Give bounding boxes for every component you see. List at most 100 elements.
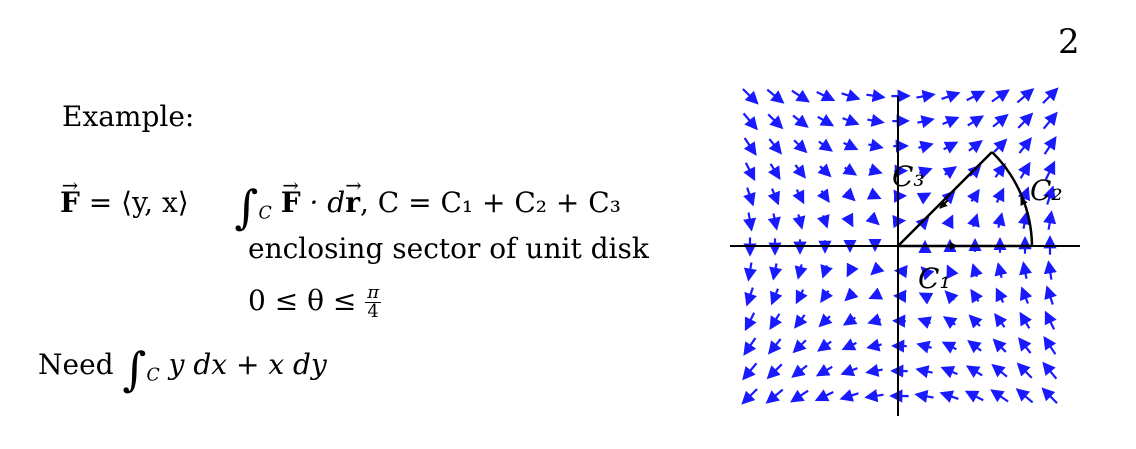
- field-arrow: [792, 164, 806, 179]
- field-arrow: [1019, 261, 1033, 279]
- field-arrow: [817, 338, 832, 352]
- field-arrow: [944, 290, 959, 305]
- field-arrow: [743, 187, 756, 207]
- field-arrow: [767, 213, 781, 231]
- field-arrow: [992, 338, 1007, 353]
- field-arrow: [915, 216, 930, 231]
- field-arrow: [794, 314, 808, 329]
- field-arrow: [918, 140, 934, 154]
- field-arrow: [744, 312, 757, 332]
- field-definition: = ⟨y, x⟩: [88, 186, 189, 219]
- integral-sign-icon-2: ∫: [122, 342, 147, 396]
- field-arrow: [768, 138, 783, 155]
- integral-expression: · d: [309, 186, 346, 219]
- field-arrow: [914, 389, 934, 403]
- label-c2: C₂: [1030, 174, 1063, 207]
- field-arrow: [968, 314, 983, 329]
- field-arrow: [864, 389, 884, 403]
- field-arrow: [1042, 361, 1058, 380]
- field-arrow: [839, 389, 859, 402]
- field-arrow: [840, 363, 858, 377]
- need-expression: y dx + x dy: [168, 348, 327, 381]
- r-symbol: r: [345, 174, 360, 219]
- field-arrow: [765, 388, 784, 404]
- field-arrow: [795, 289, 808, 305]
- field-arrow: [842, 312, 858, 326]
- field-arrow: [794, 264, 808, 280]
- field-arrow: [967, 339, 982, 354]
- field-arrow: [995, 287, 1008, 303]
- field-arrow: [915, 365, 933, 379]
- field-arrow: [817, 163, 832, 178]
- field-arrow: [742, 112, 758, 131]
- field-arrow: [992, 163, 1006, 178]
- field-arrow: [868, 287, 884, 300]
- field-arrow: [766, 88, 785, 104]
- vector-field-figure: C₁ C₂ C₃: [730, 87, 1080, 416]
- field-arrow: [994, 262, 1008, 278]
- field-arrow: [818, 313, 833, 328]
- field-arrow: [1043, 135, 1057, 155]
- field-arrow: [791, 89, 810, 103]
- field-arrow: [994, 313, 1008, 328]
- field-arrow: [918, 292, 934, 305]
- c3-direction-arrow: [939, 199, 949, 209]
- field-arrow: [743, 137, 757, 156]
- need-subscript: C: [146, 365, 160, 386]
- field-arrow: [943, 141, 959, 154]
- field-arrow: [966, 188, 980, 204]
- field-arrow: [941, 90, 961, 103]
- field-arrow: [1019, 311, 1032, 329]
- field-arrow: [990, 389, 1009, 403]
- field-arrow: [769, 313, 783, 331]
- field-arrow: [1043, 210, 1057, 230]
- field-arrow: [767, 163, 781, 181]
- field-arrow: [941, 214, 954, 230]
- field-arrow: [770, 288, 783, 306]
- field-arrow: [744, 287, 757, 307]
- field-arrow: [967, 213, 980, 228]
- field-arrow: [866, 338, 882, 352]
- field-arrow: [844, 287, 859, 302]
- field-arrow: [942, 116, 960, 129]
- field-arrow: [867, 113, 885, 127]
- field-arrow: [992, 187, 1005, 203]
- field-arrow: [816, 188, 830, 204]
- field-arrow: [917, 316, 932, 329]
- field-arrow: [970, 263, 983, 278]
- field-arrow: [868, 138, 884, 152]
- field-arrow: [1018, 337, 1032, 354]
- integral-sign-icon: ∫: [234, 180, 259, 234]
- field-arrow: [816, 89, 836, 102]
- field-arrow: [743, 162, 756, 182]
- field-arrow: [841, 212, 854, 228]
- field-arrow: [742, 362, 758, 381]
- field-arrow: [743, 212, 757, 232]
- field-arrow: [866, 187, 882, 200]
- field-arrow: [769, 263, 783, 281]
- field-arrow: [842, 113, 860, 127]
- curve-c2: [991, 151, 1034, 247]
- field-arrow: [946, 264, 959, 280]
- field-arrow: [941, 341, 957, 354]
- field-arrow: [1018, 137, 1032, 154]
- example-heading: Example:: [62, 100, 195, 133]
- field-arrow: [1043, 335, 1057, 355]
- field-arrow: [967, 164, 982, 179]
- field-arrow: [868, 163, 883, 176]
- field-arrow: [1016, 88, 1035, 104]
- field-arrow: [743, 337, 757, 356]
- field-arrow: [965, 365, 983, 378]
- field-arrow: [793, 139, 808, 154]
- field-arrow: [766, 363, 783, 380]
- field-arrow: [767, 188, 780, 206]
- field-arrow: [1016, 362, 1033, 379]
- field-arrow: [767, 338, 782, 355]
- field-arrow: [942, 316, 958, 330]
- need-label: Need: [38, 348, 114, 381]
- field-arrow: [916, 192, 932, 205]
- field-arrow: [743, 262, 757, 282]
- page-number: 2: [1058, 22, 1080, 62]
